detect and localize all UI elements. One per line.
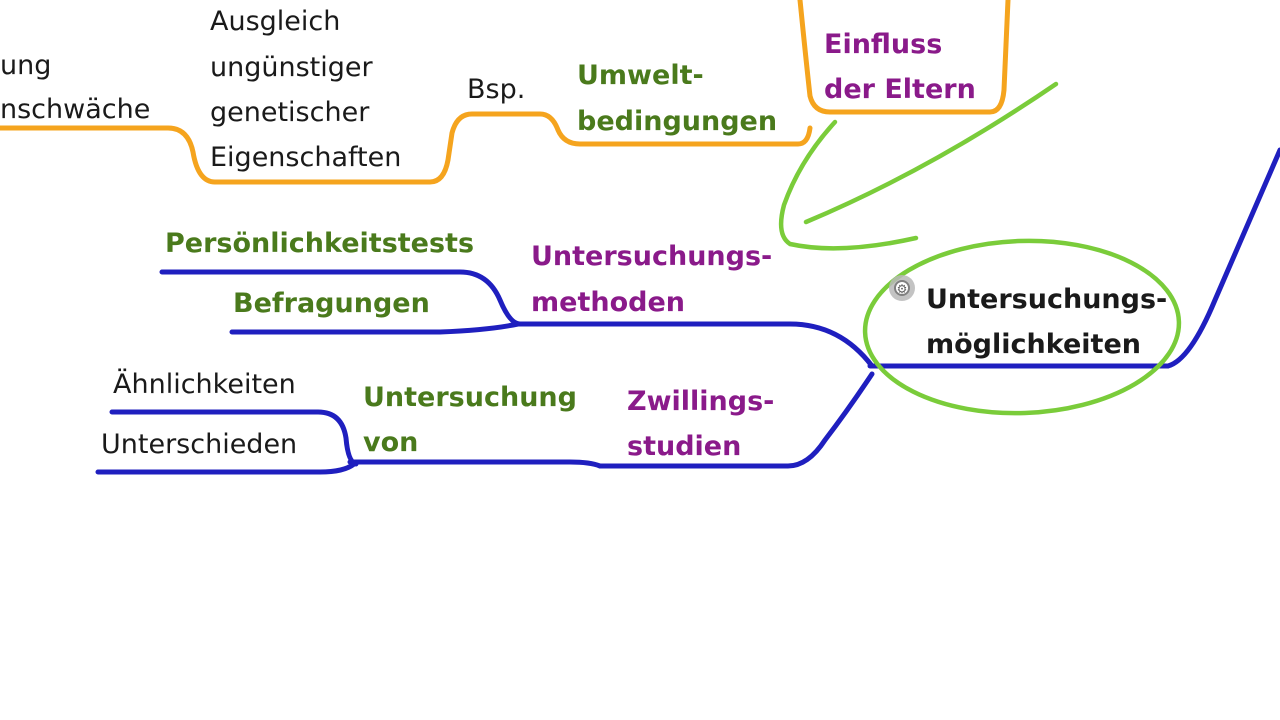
aehnlichkeiten-line <box>109 409 359 467</box>
unterschieden-label: Unterschieden <box>101 429 297 460</box>
central-topic-line-1[interactable]: Untersuchungs- <box>926 284 1167 315</box>
gear-icon[interactable]: ⚙ <box>889 275 915 301</box>
blue-branch-lines <box>95 147 1280 475</box>
einfluss-eltern-line-2: der Eltern <box>824 74 976 105</box>
befragungen-label: Befragungen <box>233 288 430 319</box>
central-topic-line-2[interactable]: möglichkeiten <box>926 329 1141 360</box>
twins-branch-line <box>597 371 875 469</box>
befragungen-line <box>229 321 521 335</box>
cut-text-line-1: ung <box>0 50 51 81</box>
unterschieden-line <box>95 461 357 475</box>
zwillingsstudien-line-1: Zwillings- <box>627 386 774 417</box>
check-mark-stroke <box>778 119 919 251</box>
orange-branch-lines <box>0 0 1011 185</box>
orange-branch-left-line <box>0 111 813 185</box>
example-label: Bsp. <box>467 74 525 105</box>
svg-text:⚙: ⚙ <box>897 282 908 296</box>
example-line-3: genetischer <box>210 97 370 128</box>
cut-text-line-2: nschwäche <box>0 94 150 125</box>
persoenlichkeitstests-label: Persönlichkeitstests <box>165 228 474 259</box>
green-highlight-strokes <box>778 81 1182 416</box>
aehnlichkeiten-label: Ähnlichkeiten <box>113 368 296 400</box>
example-line-1: Ausgleich <box>210 6 340 37</box>
central-topic-circle <box>862 238 1182 416</box>
orange-parent-bracket <box>797 0 1011 115</box>
untersuchung-von-line <box>347 459 603 469</box>
zwillingsstudien-line-2: studien <box>627 431 741 462</box>
root-connector-line <box>1165 147 1280 369</box>
einfluss-eltern-line-1: Einfluss <box>824 29 942 60</box>
example-line-2: ungünstiger <box>210 52 373 83</box>
methods-branch-line <box>515 321 875 369</box>
umweltbedingungen-line-2: bedingungen <box>577 106 777 137</box>
persoenlichkeitstests-line <box>159 269 523 327</box>
untersuchung-von-line-2: von <box>363 427 418 458</box>
umweltbedingungen-line-1: Umwelt- <box>577 60 704 91</box>
untersuchungsmethoden-line-1: Untersuchungs- <box>531 241 772 272</box>
example-line-4: Eigenschaften <box>210 142 401 173</box>
untersuchung-von-line-1: Untersuchung <box>363 382 577 413</box>
untersuchungsmethoden-line-2: methoden <box>531 287 685 318</box>
check-mark-long-stroke <box>803 81 1059 225</box>
